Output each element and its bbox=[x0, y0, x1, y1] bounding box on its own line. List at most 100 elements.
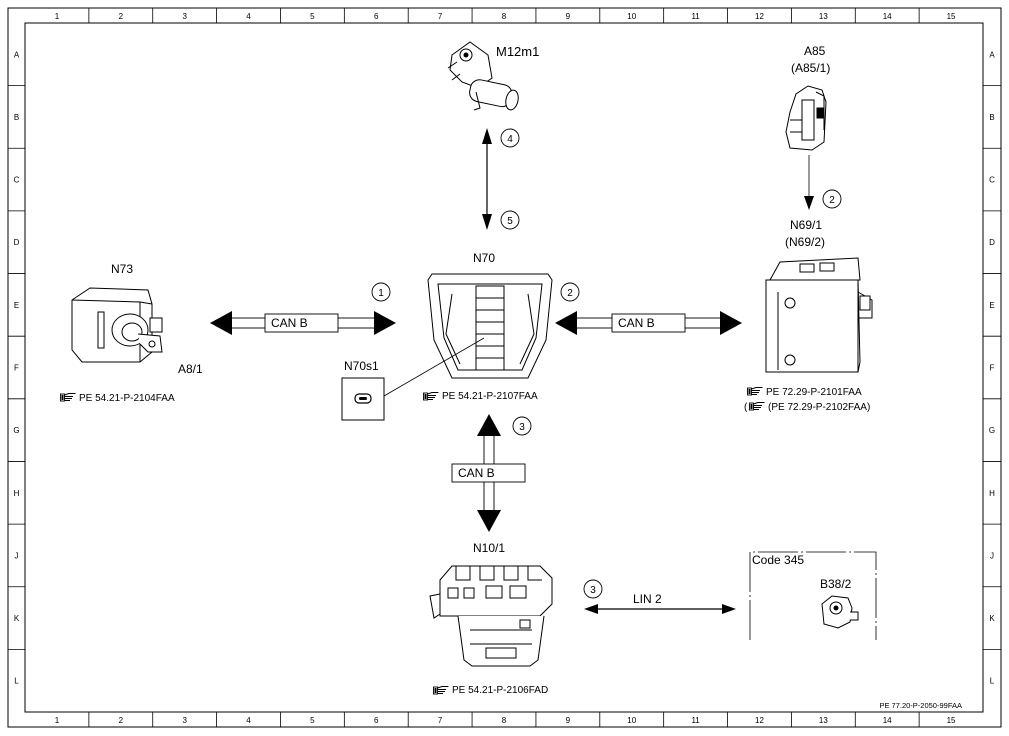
connection-a85-n69-1[interactable]: 2 bbox=[804, 155, 842, 210]
grid-column-label: 1 bbox=[55, 12, 60, 21]
grid-column-label: 12 bbox=[755, 12, 764, 21]
grid-row-label: J bbox=[990, 551, 994, 560]
can-b-label: CAN B bbox=[458, 466, 495, 480]
grid-row-label: D bbox=[14, 238, 20, 247]
can-b-label-box bbox=[451, 463, 526, 483]
b38-2-component[interactable]: Code 345 B38/2 bbox=[749, 551, 877, 640]
grid-column-label: 8 bbox=[502, 12, 507, 21]
grid-row-label: B bbox=[14, 113, 19, 122]
n70s1-component[interactable]: N70s1 bbox=[341, 337, 485, 421]
n69-1-component[interactable]: N69/1 (N69/2) PE 72.29-P-2101FAA ( (PE 7… bbox=[744, 218, 873, 413]
n10-1-component[interactable]: N10/1 PE 54.21-P-2106FAD bbox=[429, 541, 553, 696]
grid-row-label: E bbox=[989, 301, 994, 310]
n70-component[interactable]: N70 PE 54.21-P-2107FAA bbox=[423, 251, 553, 402]
grid-column-label: 4 bbox=[246, 716, 251, 725]
grid-row-label: F bbox=[14, 364, 19, 373]
hand-pointer-icon bbox=[433, 686, 449, 695]
connection-2b-marker bbox=[822, 189, 842, 209]
grid-column-label: 12 bbox=[755, 716, 764, 725]
grid-column-label: 6 bbox=[374, 12, 379, 21]
a85-sensor-drawing bbox=[785, 85, 827, 151]
arrowhead-right bbox=[720, 311, 742, 335]
n69-1-reference-alt[interactable]: ( (PE 72.29-P-2102FAA) bbox=[744, 402, 870, 413]
a8-1-label: A8/1 bbox=[178, 362, 203, 376]
n10-1-reference[interactable]: PE 54.21-P-2106FAD bbox=[433, 685, 549, 696]
svg-text:(: ( bbox=[744, 402, 748, 413]
grid-column-label: 3 bbox=[182, 716, 187, 725]
can-b-label: CAN B bbox=[271, 316, 308, 330]
grid-column-label: 6 bbox=[374, 716, 379, 725]
connection-2-marker bbox=[560, 282, 580, 302]
hand-pointer-icon bbox=[60, 393, 76, 402]
n10-1-ref: PE 54.21-P-2106FAD bbox=[452, 685, 548, 696]
can-b-label-box bbox=[264, 313, 339, 333]
svg-text:4: 4 bbox=[507, 134, 513, 145]
grid-column-label: 13 bbox=[819, 716, 828, 725]
code-345-label: Code 345 bbox=[752, 553, 804, 567]
a85-component[interactable]: A85 (A85/1) bbox=[785, 44, 830, 151]
n70-reference[interactable]: PE 54.21-P-2107FAA bbox=[423, 391, 538, 402]
grid-row-label: C bbox=[989, 176, 995, 185]
grid-column-label: 10 bbox=[627, 12, 636, 21]
grid-column-label: 11 bbox=[691, 716, 700, 725]
svg-text:5: 5 bbox=[507, 216, 513, 227]
grid-column-label: 8 bbox=[502, 716, 507, 725]
n70-control-panel-drawing bbox=[427, 273, 553, 379]
m12m1-component[interactable]: M12m1 bbox=[447, 41, 539, 111]
svg-text:2: 2 bbox=[829, 195, 835, 206]
grid-row-label: G bbox=[989, 426, 995, 435]
a85-label: A85 bbox=[804, 44, 826, 58]
n69-1-label: N69/1 bbox=[790, 218, 822, 232]
n69-1-reference[interactable]: PE 72.29-P-2101FAA bbox=[747, 387, 862, 398]
n73-label: N73 bbox=[111, 262, 133, 276]
n69-1-module-drawing bbox=[765, 257, 873, 373]
grid-row-label: B bbox=[989, 113, 994, 122]
grid-row-label: E bbox=[14, 301, 19, 310]
grid-column-label: 7 bbox=[438, 12, 443, 21]
hand-pointer-icon bbox=[749, 402, 765, 411]
n70-ref: PE 54.21-P-2107FAA bbox=[442, 391, 538, 402]
m12m1-motor-drawing bbox=[447, 41, 519, 111]
can-b-label: CAN B bbox=[618, 316, 655, 330]
arrowhead-right bbox=[374, 311, 396, 335]
arrowhead-down bbox=[804, 196, 814, 210]
arrowhead-up bbox=[482, 128, 492, 144]
a85-sublabel: (A85/1) bbox=[791, 61, 830, 75]
arrowhead-left bbox=[555, 311, 577, 335]
document-id: PE 77.20-P-2050-99FAA bbox=[879, 701, 962, 710]
lin-2-label: LIN 2 bbox=[633, 592, 662, 606]
grid-row-label: L bbox=[14, 677, 19, 686]
n10-1-label: N10/1 bbox=[473, 541, 505, 555]
n70s1-leader-line bbox=[383, 337, 485, 397]
grid-column-label: 5 bbox=[310, 716, 315, 725]
b38-2-label: B38/2 bbox=[820, 577, 852, 591]
hand-pointer-icon bbox=[747, 387, 763, 396]
m12m1-label: M12m1 bbox=[496, 44, 539, 59]
grid-column-label: 2 bbox=[119, 12, 124, 21]
arrowhead-down bbox=[477, 510, 501, 532]
n73-component[interactable]: N73 A8/1 PE 54.21-P-2104FAA bbox=[60, 262, 204, 404]
svg-text:2: 2 bbox=[567, 288, 573, 299]
grid-column-label: 14 bbox=[883, 12, 892, 21]
connection-m12m1-n70[interactable]: 4 5 bbox=[482, 128, 520, 230]
grid-row-label: G bbox=[13, 426, 19, 435]
grid-column-label: 7 bbox=[438, 716, 443, 725]
svg-text:1: 1 bbox=[378, 288, 384, 299]
svg-text:3: 3 bbox=[519, 422, 525, 433]
connection-1-marker bbox=[371, 282, 391, 302]
grid-row-label: K bbox=[14, 614, 20, 623]
connection-lin-2-n10-1-b38-2[interactable]: LIN 2 3 bbox=[583, 579, 736, 614]
arrowhead-down bbox=[482, 214, 492, 230]
connection-can-b-n73-n70[interactable]: CAN B 1 bbox=[210, 282, 396, 335]
grid-row-label: K bbox=[989, 614, 995, 623]
n73-ignition-switch-drawing bbox=[71, 287, 163, 363]
n70-label: N70 bbox=[473, 251, 495, 265]
grid-column-label: 10 bbox=[627, 716, 636, 725]
connection-can-b-n70-n10-1[interactable]: CAN B 3 bbox=[451, 414, 532, 532]
connection-can-b-n70-n69-1[interactable]: CAN B 2 bbox=[555, 282, 742, 335]
grid-column-label: 5 bbox=[310, 12, 315, 21]
n73-reference[interactable]: PE 54.21-P-2104FAA bbox=[60, 393, 175, 404]
connection-3-marker bbox=[512, 416, 532, 436]
